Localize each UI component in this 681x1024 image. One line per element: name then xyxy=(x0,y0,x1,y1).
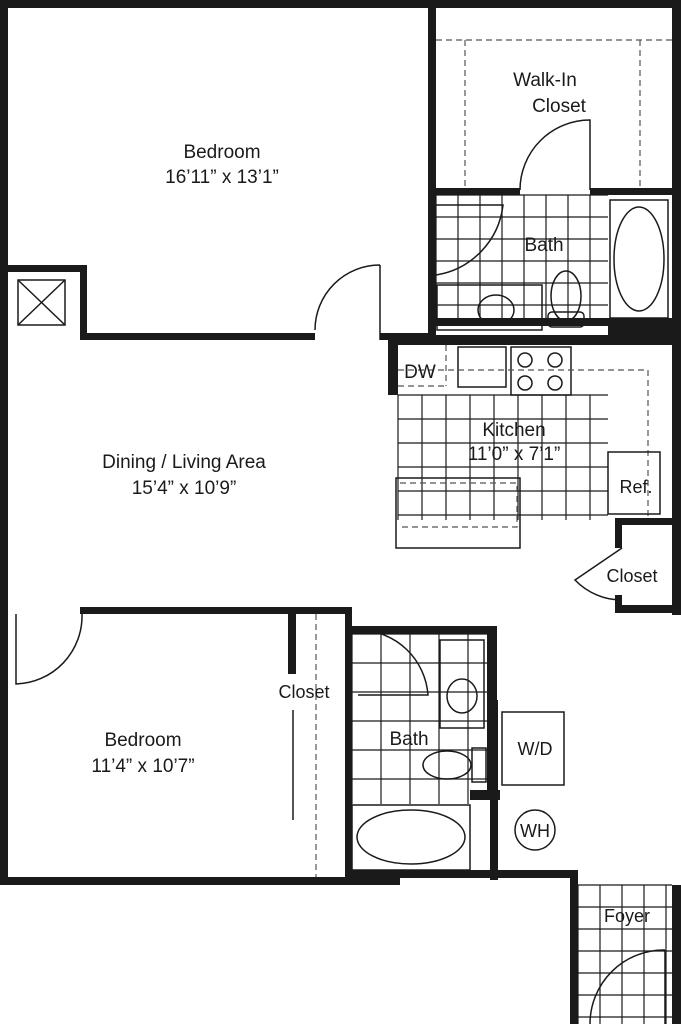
tile-floors xyxy=(351,194,672,1024)
bedroom-1-name: Bedroom xyxy=(183,142,260,163)
hvac-shaft xyxy=(17,279,66,326)
foyer-label: Foyer xyxy=(604,906,650,926)
kitchen-name: Kitchen xyxy=(482,420,545,441)
toilet xyxy=(550,270,582,322)
bedroom-1-size: 16’11” x 13’1” xyxy=(165,167,279,188)
water-heater xyxy=(514,809,556,851)
tile-grid xyxy=(435,194,608,318)
walk-in-closet-label-2: Closet xyxy=(532,96,587,117)
wh-label: WH xyxy=(520,821,550,841)
bedroom-2-size: 11’4” x 10’7” xyxy=(91,756,194,777)
vanity xyxy=(436,284,543,331)
bathtub xyxy=(609,199,669,319)
living-size: 15’4” x 10’9” xyxy=(132,478,237,499)
toilet-2 xyxy=(422,750,472,780)
tile-grid xyxy=(351,633,487,804)
hall-closet-label: Closet xyxy=(606,566,657,586)
wd-label: W/D xyxy=(518,739,553,759)
tile-grid xyxy=(397,394,608,520)
refrigerator xyxy=(607,451,661,515)
bathtub-2 xyxy=(351,804,471,871)
bath-2-label: Bath xyxy=(389,729,428,750)
room-labels: Bedroom 16’11” x 13’1” Walk-In Closet Ba… xyxy=(91,70,657,926)
bath-1-label: Bath xyxy=(524,235,563,256)
dw-label: DW xyxy=(404,362,436,383)
living-name: Dining / Living Area xyxy=(102,452,266,473)
closet-door[interactable] xyxy=(519,119,591,191)
kitchen-island xyxy=(395,477,521,549)
bedroom-2-name: Bedroom xyxy=(104,730,181,751)
ref-label: Ref. xyxy=(619,477,652,497)
vanity-2 xyxy=(439,639,485,729)
kitchen-sink xyxy=(457,346,507,388)
bedroom-closet-label: Closet xyxy=(278,682,329,702)
kitchen-size: 11’0” x 7’1” xyxy=(468,444,561,465)
washer-dryer xyxy=(501,711,565,786)
entry-door[interactable] xyxy=(589,949,666,1024)
stove xyxy=(510,346,572,396)
walk-in-closet-label-1: Walk-In xyxy=(513,70,577,91)
